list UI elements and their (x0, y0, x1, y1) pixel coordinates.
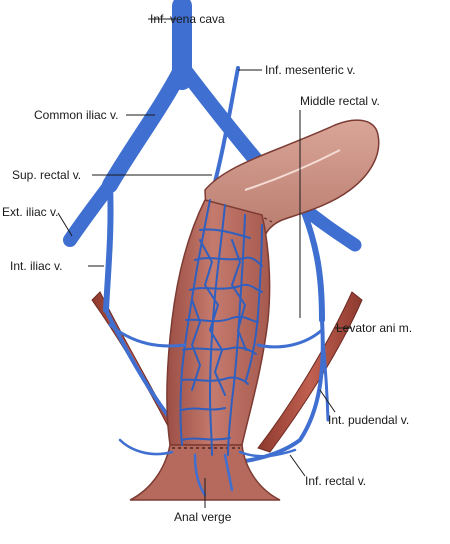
label-inf-rectal-v: Inf. rectal v. (305, 474, 367, 488)
int-pudendal-right-vein (228, 318, 325, 464)
label-levator-ani-m: Levator ani m. (336, 321, 413, 335)
label-ext-iliac-v: Ext. iliac v. (2, 205, 59, 219)
inferior-rectal-veins (118, 438, 297, 497)
ext-iliac-left-vein (63, 178, 117, 247)
label-anal-verge: Anal verge (174, 510, 232, 524)
int-iliac-right-vein (302, 212, 325, 323)
leader-lines (57, 18, 352, 508)
middle-rectal-veins (108, 323, 324, 349)
label-inf-mesenteric-v: Inf. mesenteric v. (265, 63, 356, 77)
anal-canal (129, 444, 281, 501)
cropped-caption (0, 530, 450, 544)
label-common-iliac-v: Common iliac v. (34, 108, 119, 122)
rectal-venous-plexus (179, 199, 263, 456)
int-pudendal-right-tail (320, 328, 330, 422)
levator-ani-muscle-right (257, 291, 363, 453)
label-sup-rectal-v: Sup. rectal v. (12, 168, 82, 182)
common-iliac-left-vein (102, 64, 188, 193)
int-iliac-left-vein (103, 182, 114, 313)
label-inf-vena-cava: Inf. vena cava (150, 12, 225, 26)
label-int-iliac-v: Int. iliac v. (10, 259, 63, 273)
label-int-pudendal-v: Int. pudendal v. (328, 413, 410, 427)
colon-haustra-fold (244, 149, 341, 191)
label-middle-rectal-v: Middle rectal v. (300, 94, 380, 108)
